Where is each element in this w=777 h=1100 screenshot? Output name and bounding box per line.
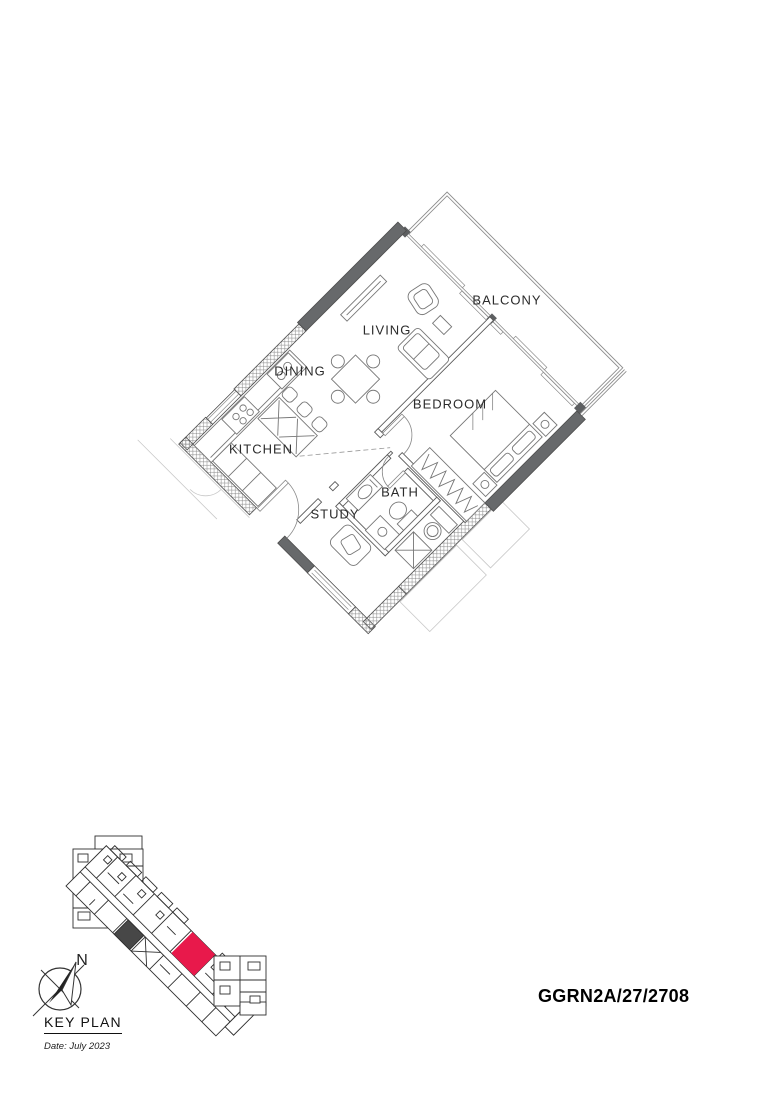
room-label-living: LIVING [362, 322, 412, 338]
bedroom-furniture [410, 389, 558, 522]
bath-fixtures [345, 473, 419, 551]
room-label-bedroom: BEDROOM [412, 396, 488, 412]
outer-walls [178, 221, 586, 635]
room-label-bath: BATH [381, 484, 419, 500]
study-furniture [329, 524, 372, 566]
key-plan-title: KEY PLAN [44, 1014, 122, 1034]
dining-furniture [330, 354, 381, 404]
unit-code: GGRN2A/27/2708 [538, 986, 690, 1006]
doors [256, 413, 413, 539]
room-label-dining: DINING [274, 363, 326, 379]
room-label-kitchen: KITCHEN [228, 441, 294, 457]
key-plan-map [65, 835, 267, 1037]
north-label: N [76, 952, 88, 969]
room-label-balcony: BALCONY [472, 292, 542, 308]
highlighted-unit [171, 931, 216, 976]
key-plan-block-right [213, 955, 267, 1016]
unit-plan [137, 191, 627, 635]
context-lines [137, 438, 531, 633]
north-arrow-icon [32, 961, 85, 1017]
kitchen-counters [193, 349, 328, 507]
bulkhead-dashed-line [299, 447, 391, 457]
room-label-study: STUDY [310, 506, 360, 522]
laundry-fixtures [394, 505, 458, 570]
furniture [193, 274, 558, 570]
key-plan-date: Date: July 2023 [44, 1041, 111, 1052]
living-furniture [340, 274, 453, 380]
